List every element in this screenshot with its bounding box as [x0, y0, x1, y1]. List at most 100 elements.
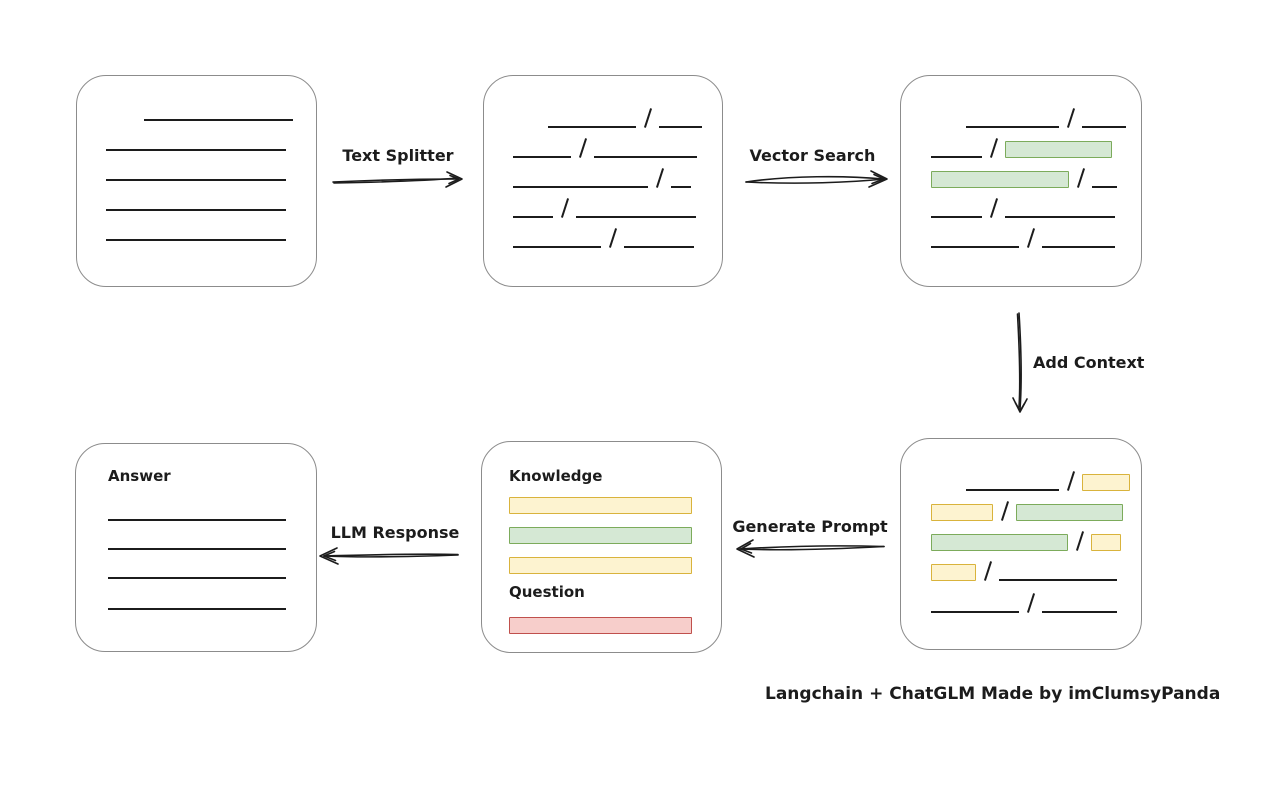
- box-row: [931, 581, 1141, 613]
- seg-line: [108, 577, 286, 579]
- box-row: [513, 128, 722, 158]
- box-row: [931, 128, 1141, 158]
- box-row: [509, 602, 721, 634]
- seg-slash: [989, 199, 998, 218]
- seg-green: [1016, 504, 1123, 521]
- box-row: [509, 544, 721, 574]
- box-row: [931, 98, 1141, 128]
- seg-line: [144, 119, 293, 121]
- seg-slash: [989, 139, 998, 158]
- context-box-content: [901, 439, 1141, 649]
- box-row: [106, 121, 316, 151]
- box-row: [108, 486, 316, 521]
- box-row: Answer: [108, 454, 316, 486]
- seg-line: [659, 126, 702, 128]
- seg-line: [108, 548, 286, 550]
- box-row: [106, 211, 316, 241]
- seg-line: [931, 216, 982, 218]
- seg-slash: [578, 139, 587, 158]
- seg-slash: [1066, 472, 1075, 491]
- seg-line: [999, 579, 1117, 581]
- text-chunks-box-content: [484, 76, 722, 286]
- box-row: [513, 158, 722, 188]
- box-row: [106, 181, 316, 211]
- text-splitter-arrow: [332, 171, 463, 188]
- box-row: [513, 188, 722, 218]
- answer-box-content: Answer: [76, 444, 316, 651]
- box-row: [931, 188, 1141, 218]
- answer-label: Answer: [108, 466, 171, 485]
- seg-slash: [983, 562, 992, 581]
- seg-line: [931, 246, 1019, 248]
- seg-green: [931, 171, 1069, 188]
- seg-line: [966, 126, 1059, 128]
- seg-line: [1042, 246, 1115, 248]
- seg-line: [513, 186, 648, 188]
- answer-box: Answer: [75, 443, 317, 652]
- seg-line: [513, 246, 601, 248]
- vector-search-label: Vector Search: [749, 146, 876, 165]
- seg-slash: [1000, 502, 1009, 521]
- seg-slash: [655, 169, 664, 188]
- seg-line: [931, 156, 982, 158]
- seg-line: [1092, 186, 1117, 188]
- seg-slash: [1066, 109, 1075, 128]
- knowledge-label: Knowledge: [509, 466, 603, 485]
- seg-slash: [1076, 169, 1085, 188]
- box-row: Question: [509, 574, 721, 602]
- box-row: [931, 158, 1141, 188]
- retrieved-chunks-box-content: [901, 76, 1141, 286]
- box-row: [106, 151, 316, 181]
- box-row: [931, 551, 1141, 581]
- seg-line: [108, 608, 286, 610]
- seg-slash: [608, 229, 617, 248]
- seg-line: [1042, 611, 1117, 613]
- box-row: Knowledge: [509, 452, 721, 486]
- seg-line: [931, 611, 1019, 613]
- seg-yellow: [1082, 474, 1130, 491]
- box-row: [106, 91, 316, 121]
- add-context-label: Add Context: [1033, 353, 1145, 372]
- seg-line: [106, 179, 286, 181]
- box-row: [931, 461, 1141, 491]
- text-chunks-box: [483, 75, 723, 287]
- seg-line: [1082, 126, 1126, 128]
- context-box: [900, 438, 1142, 650]
- seg-line: [966, 489, 1059, 491]
- seg-line: [624, 246, 694, 248]
- seg-red: [509, 617, 692, 634]
- seg-yellow: [509, 497, 692, 514]
- box-row: [509, 514, 721, 544]
- seg-green: [931, 534, 1068, 551]
- seg-line: [1005, 216, 1115, 218]
- generate-prompt-label: Generate Prompt: [732, 517, 888, 536]
- llm-response-arrow: [319, 547, 459, 565]
- seg-green: [509, 527, 692, 544]
- diagram-caption: Langchain + ChatGLM Made by imClumsyPand…: [765, 684, 1221, 704]
- document-box: [76, 75, 317, 287]
- seg-line: [106, 209, 286, 211]
- seg-line: [576, 216, 696, 218]
- seg-yellow: [931, 564, 976, 581]
- box-row: [509, 486, 721, 514]
- box-row: [108, 521, 316, 550]
- box-row: [108, 550, 316, 579]
- seg-yellow: [931, 504, 993, 521]
- seg-line: [106, 239, 286, 241]
- seg-yellow: [509, 557, 692, 574]
- seg-slash: [1026, 229, 1035, 248]
- seg-line: [513, 156, 571, 158]
- box-row: [931, 218, 1141, 248]
- box-row: [108, 579, 316, 610]
- llm-response-label: LLM Response: [330, 523, 460, 542]
- retrieved-chunks-box: [900, 75, 1142, 287]
- seg-slash: [560, 199, 569, 218]
- question-label: Question: [509, 582, 585, 601]
- seg-yellow: [1091, 534, 1121, 551]
- seg-slash: [1026, 594, 1035, 613]
- generate-prompt-arrow: [736, 539, 885, 558]
- box-row: [931, 521, 1141, 551]
